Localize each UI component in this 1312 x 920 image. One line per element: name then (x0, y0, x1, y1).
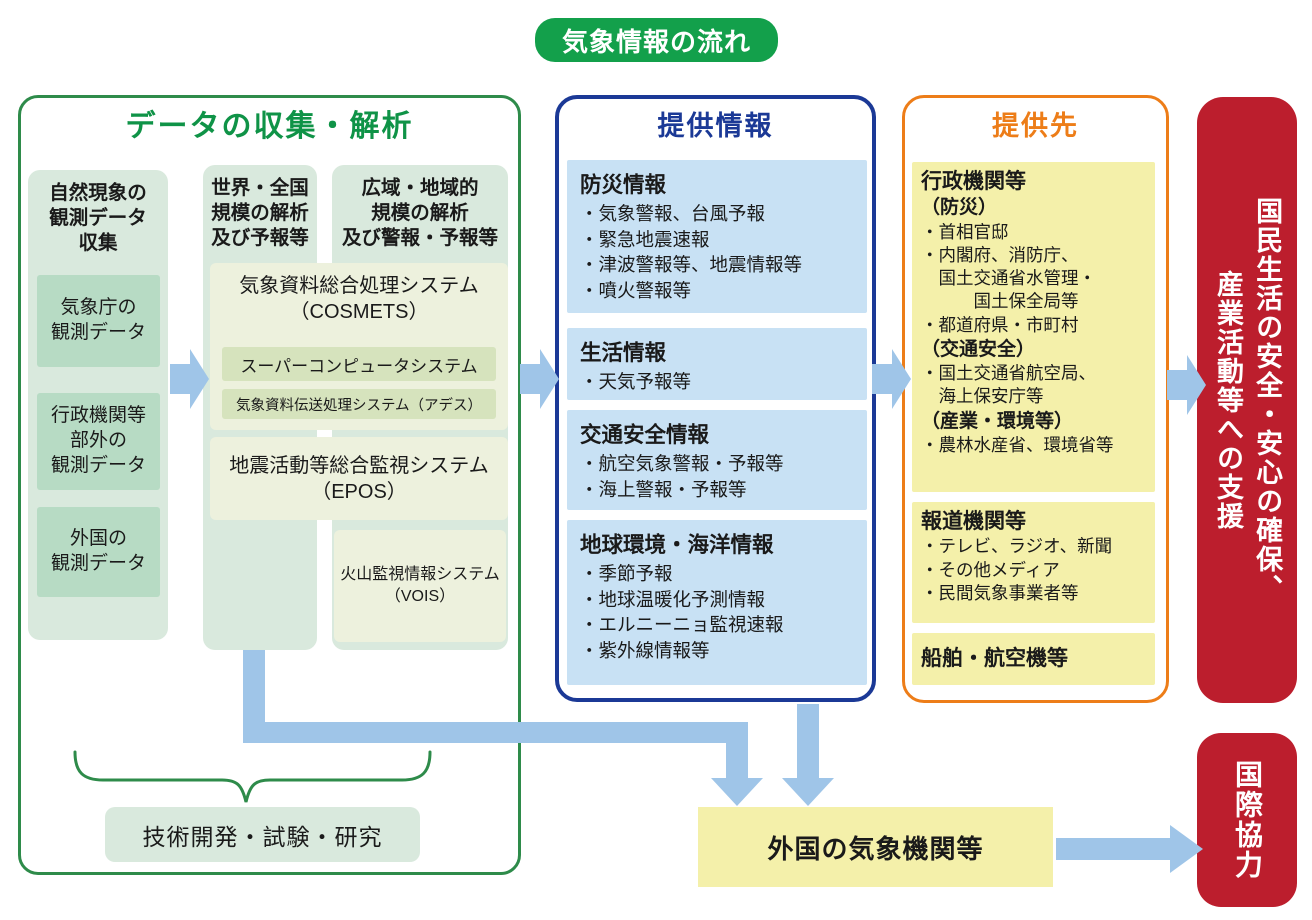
foreign-observation-data-box: 外国の 観測データ (37, 507, 160, 597)
data-collection-title: データの収集・解析 (125, 110, 414, 143)
info-item: ・天気予報等 (580, 371, 692, 392)
section-header: 防災情報 (580, 173, 667, 197)
recipient-line: ・テレビ、ラジオ、新聞 (921, 536, 1113, 557)
adess-system-box: 気象資料伝送処理システム（アデス） (222, 389, 496, 419)
ships-aircraft-box: 船舶・航空機等 (912, 633, 1155, 685)
global-analysis-header: 世界・全国 規模の解析 及び予報等 (211, 177, 309, 249)
global-environment-ocean-info-box: 地球環境・海洋情報 ・季節予報 ・地球温暖化予測情報 ・エルニーニョ監視速報 ・… (567, 520, 867, 685)
disaster-prevention-info-box: 防災情報 ・気象警報、台風予報 ・緊急地震速報 ・津波警報等、地震情報等 ・噴火… (567, 160, 867, 313)
recipient-header: 報道機関等 (921, 510, 1026, 533)
international-cooperation-box: 国際協力 (1197, 733, 1297, 907)
recipient-line: ・都道府県・市町村 (921, 314, 1079, 335)
external-agency-data-box: 行政機関等 部外の 観測データ (37, 393, 160, 490)
regional-analysis-header: 広域・地域的 規模の解析 及び警報・予報等 (341, 177, 498, 249)
info-item: ・季節予報 (580, 563, 673, 584)
jma-observation-data-box: 気象庁の 観測データ (37, 275, 160, 367)
arrow-information-to-foreign-agencies (782, 704, 834, 806)
cosmets-title: 気象資料総合処理システム （COSMETS） (239, 275, 479, 323)
diagram-title-badge: 気象情報の流れ (535, 18, 778, 62)
recipient-line: （産業・環境等） (921, 410, 1074, 432)
government-agencies-box: 行政機関等 （防災） ・首相官邸 ・内閣府、消防庁、 国土交通省水管理・ 国土保… (912, 162, 1155, 492)
info-item: ・地球温暖化予測情報 (580, 588, 766, 610)
international-cooperation-vertical-text: 国際協力 (1232, 760, 1263, 880)
recipients-title: 提供先 (992, 111, 1079, 141)
media-organizations-box: 報道機関等 ・テレビ、ラジオ、新聞 ・その他メディア ・民間気象事業者等 (912, 502, 1155, 623)
daily-life-info-box: 生活情報 ・天気予報等 (567, 328, 867, 400)
info-item: ・紫外線情報等 (580, 639, 710, 661)
provided-information-title: 提供情報 (657, 111, 774, 141)
recipient-line: ・その他メディア (921, 559, 1060, 580)
section-header: 地球環境・海洋情報 (580, 533, 774, 557)
recipient-line: ・国土交通省航空局、 (921, 363, 1096, 384)
section-header: 生活情報 (580, 341, 667, 365)
info-item: ・津波警報等、地震情報等 (580, 254, 803, 276)
supercomputer-system-box: スーパーコンピュータシステム (222, 347, 496, 381)
recipient-line: （防災） (921, 197, 998, 219)
recipient-line: （交通安全） (921, 338, 1036, 360)
vois-system-box: 火山監視情報システム （VOIS） (334, 530, 506, 642)
recipient-line: ・民間気象事業者等 (921, 582, 1079, 603)
info-item: ・航空気象警報・予報等 (580, 453, 784, 474)
public-safety-outcome-bar: 国民生活の安全・安心の確保、 産業活動等への支援 (1197, 97, 1297, 703)
info-item: ・噴火警報等 (580, 279, 692, 301)
arrow-foreign-agencies-to-international (1056, 825, 1203, 873)
research-development-box: 技術開発・試験・研究 (105, 807, 420, 862)
recipient-header: 船舶・航空機等 (921, 646, 1068, 670)
recipient-line: 国土保全局等 (921, 291, 1079, 312)
info-item: ・海上警報・予報等 (580, 478, 747, 500)
recipient-header: 行政機関等 (921, 170, 1026, 193)
info-item: ・エルニーニョ監視速報 (580, 614, 784, 636)
section-header: 交通安全情報 (580, 423, 710, 447)
traffic-safety-info-box: 交通安全情報 ・航空気象警報・予報等 ・海上警報・予報等 (567, 410, 867, 510)
outcome-vertical-text: 国民生活の安全・安心の確保、 産業活動等への支援 (1213, 197, 1283, 603)
recipient-line: ・内閣府、消防庁、 (921, 244, 1079, 265)
arrow-analysis-to-information (520, 349, 559, 409)
recipient-line: ・農林水産省、環境省等 (921, 434, 1114, 455)
info-item: ・緊急地震速報 (580, 228, 710, 250)
recipient-line: 海上保安庁等 (921, 386, 1044, 407)
epos-system-box: 地震活動等総合監視システム （EPOS） (210, 437, 508, 520)
foreign-meteorological-agencies-box: 外国の気象機関等 (698, 807, 1053, 887)
recipient-line: ・首相官邸 (921, 221, 1009, 242)
recipient-line: 国土交通省水管理・ (921, 268, 1096, 289)
info-item: ・気象警報、台風予報 (580, 203, 766, 224)
observation-column-header: 自然現象の 観測データ 収集 (49, 182, 147, 254)
